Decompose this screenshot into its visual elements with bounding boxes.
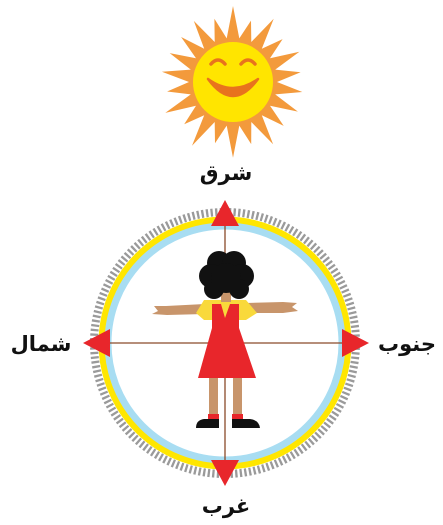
direction-label-right: جنوب	[378, 332, 436, 356]
girl-leg-right	[233, 372, 242, 418]
girl-leg-left	[209, 372, 218, 418]
sun-face	[192, 41, 274, 123]
smiling-sun-icon	[162, 6, 302, 158]
arrow-bottom	[211, 460, 239, 486]
direction-label-bottom: غرب	[202, 494, 251, 518]
direction-label-left: شمال	[11, 332, 72, 356]
direction-label-top: شرق	[200, 161, 253, 185]
